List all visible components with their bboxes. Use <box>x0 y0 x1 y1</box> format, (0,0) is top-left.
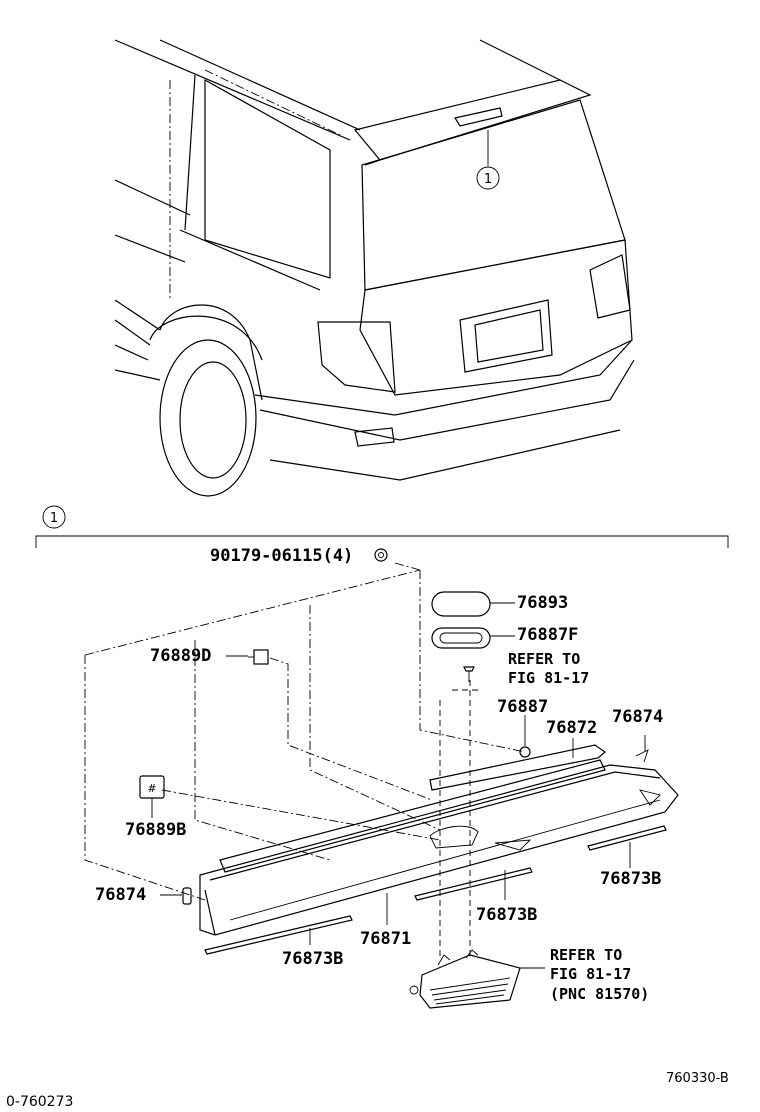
callout-number-section: 1 <box>50 511 58 526</box>
group-bracket <box>35 535 729 548</box>
label-76887F: 76887F <box>517 625 578 645</box>
lens-part <box>431 591 491 617</box>
label-90179-06115: 90179-06115(4) <box>210 546 353 566</box>
label-76873B-left: 76873B <box>282 949 343 969</box>
exploded-view: 1 90179-06115(4) 76893 76887F <box>35 505 729 1009</box>
label-refer-bottom-1: REFER TO <box>550 946 622 964</box>
label-76873B-right: 76873B <box>600 869 661 889</box>
bolt-part <box>374 548 388 562</box>
tape-center-part <box>414 867 533 901</box>
clip-b-part: # <box>139 775 165 799</box>
label-76873B-center: 76873B <box>476 905 537 925</box>
label-76889B: 76889B <box>125 820 186 840</box>
stop-lamp-part <box>409 949 521 1009</box>
label-76874-right: 76874 <box>612 707 663 727</box>
label-76874-left: 76874 <box>95 885 146 905</box>
tape-left-part <box>204 915 353 955</box>
tape-right-part <box>587 825 667 851</box>
label-refer-bottom-3: (PNC 81570) <box>550 985 649 1003</box>
label-refer-bottom-2: FIG 81-17 <box>550 965 631 983</box>
footer-left-code: 0-760273 <box>6 1094 73 1110</box>
callout-number-vehicle: 1 <box>484 172 492 187</box>
clip-d-part <box>248 649 269 665</box>
svg-text:#: # <box>147 782 156 795</box>
spoiler-part <box>199 744 679 936</box>
label-76889D: 76889D <box>150 646 211 666</box>
seal-part <box>519 746 531 758</box>
label-refer-top-1: REFER TO <box>508 650 580 668</box>
label-76893: 76893 <box>517 593 568 613</box>
screw-part <box>463 666 475 682</box>
label-76887: 76887 <box>497 697 548 717</box>
gasket-part <box>431 627 491 649</box>
label-76872: 76872 <box>546 718 597 738</box>
label-76871: 76871 <box>360 929 411 949</box>
vehicle-illustration: 1 <box>114 39 635 497</box>
label-refer-top-2: FIG 81-17 <box>508 669 589 687</box>
footer-right-code: 760330-B <box>666 1071 729 1086</box>
callout-circle <box>42 505 66 529</box>
plug-left-part <box>182 887 192 905</box>
